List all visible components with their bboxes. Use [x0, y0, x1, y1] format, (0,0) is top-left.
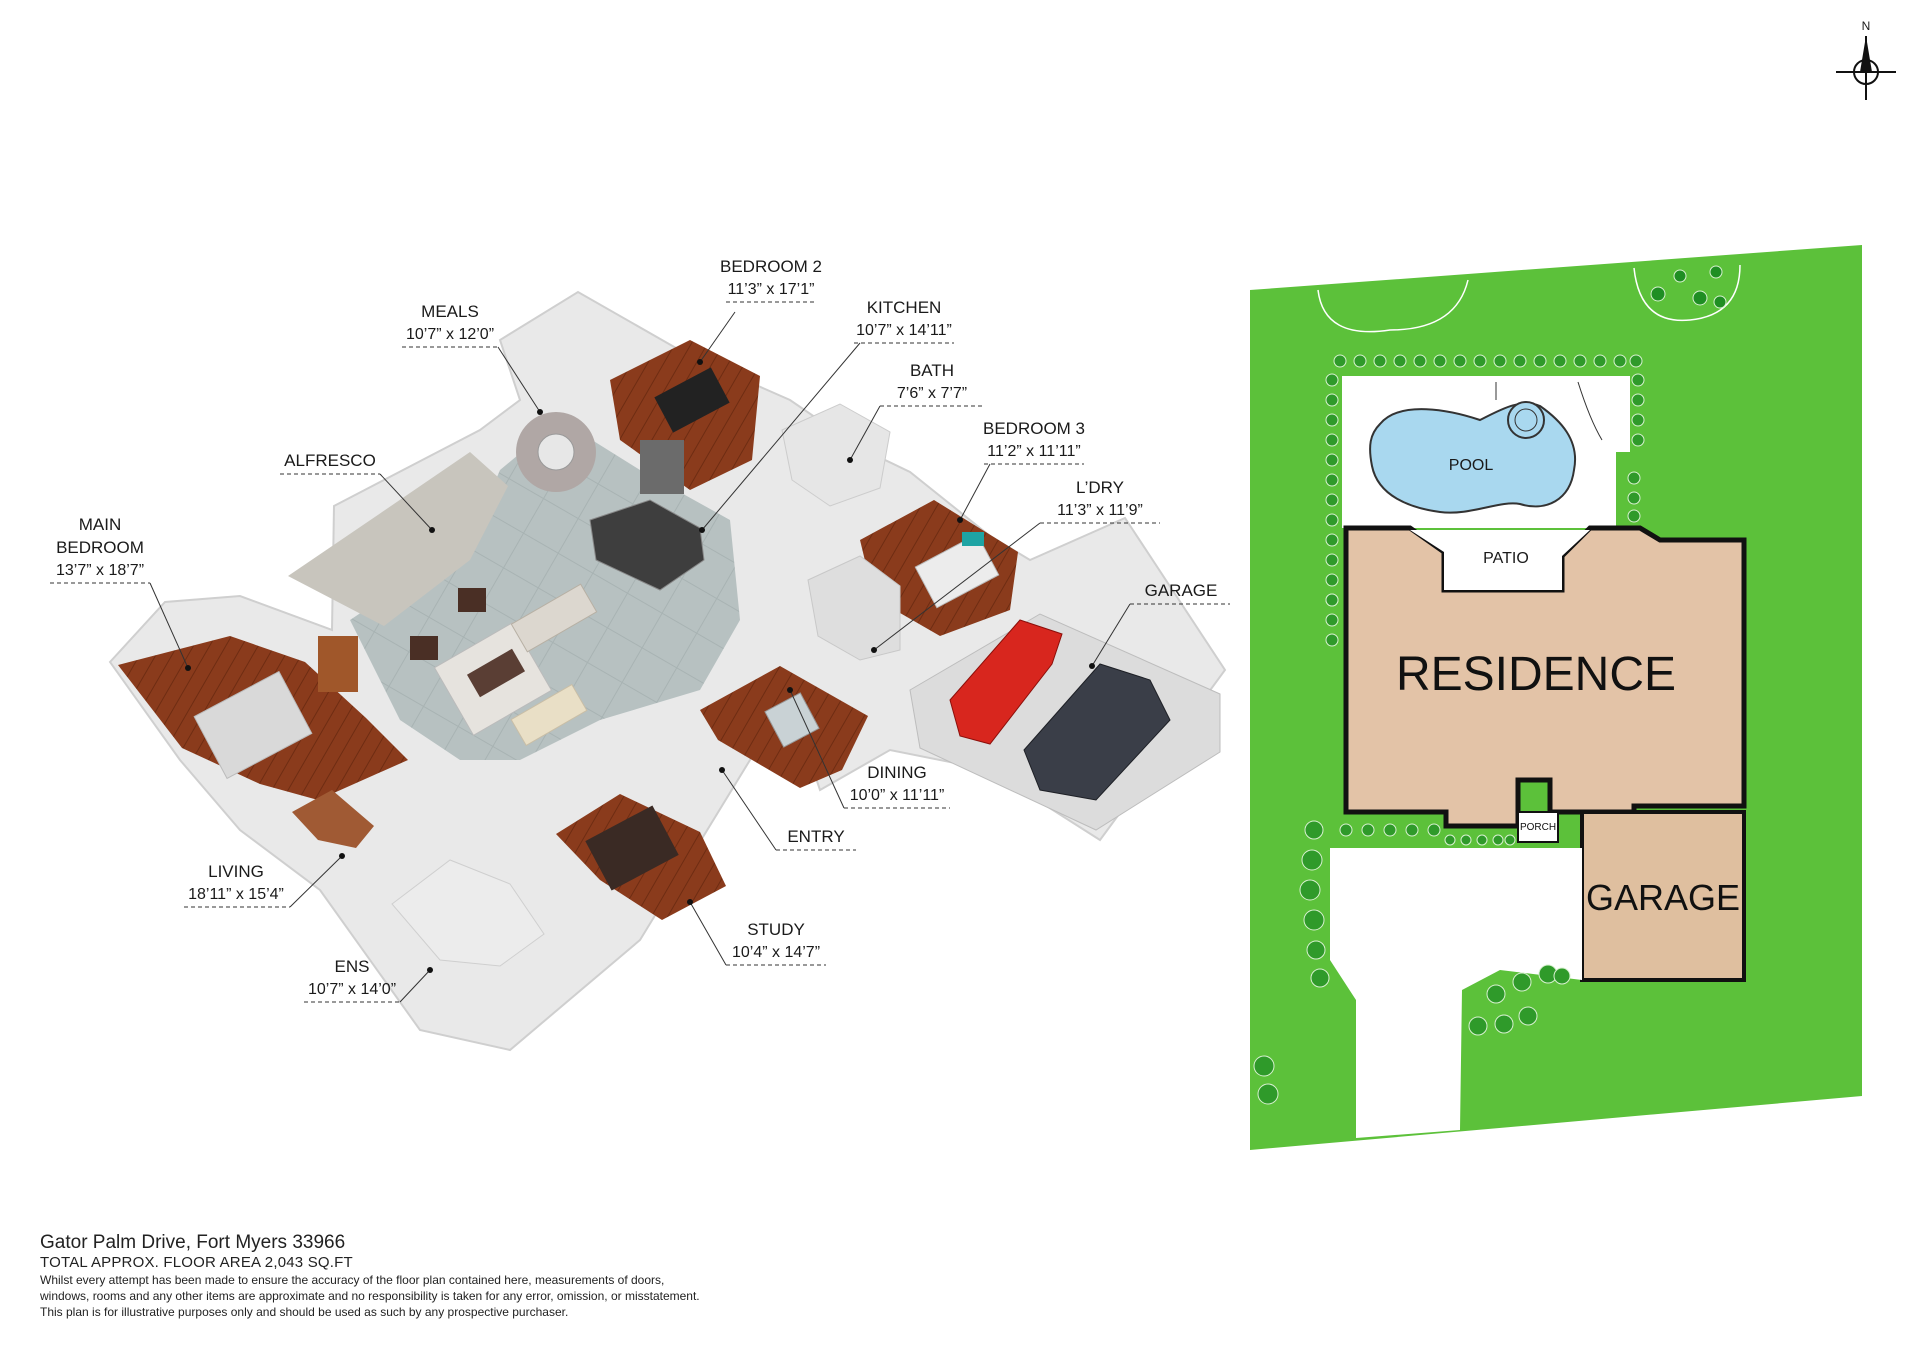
room-label-living: LIVING 18’11” x 15’4” [184, 853, 345, 908]
residence-label: RESIDENCE [1396, 648, 1676, 701]
garage-label: GARAGE [1586, 877, 1740, 918]
room-label-bedroom-2: BEDROOM 2 11’3” x 17’1” [697, 257, 822, 365]
plan-footer: Gator Palm Drive, Fort Myers 33966 TOTAL… [40, 1232, 940, 1320]
bedroom-3-pillows [962, 532, 984, 546]
isometric-floor-plan: BEDROOM 2 11’3” x 17’1” KITCHEN 10’7” x … [50, 257, 1230, 1052]
site-plan: POOL PATIO RESIDENCE PORCH GARAGE [1250, 245, 1862, 1150]
property-address: Gator Palm Drive, Fort Myers 33966 [40, 1232, 346, 1253]
garage-red-car [949, 619, 1063, 745]
svg-text:10’7” x 14’0”: 10’7” x 14’0” [308, 981, 396, 998]
svg-text:ENTRY: ENTRY [787, 827, 844, 846]
svg-text:11’3” x 17’1”: 11’3” x 17’1” [728, 281, 815, 298]
svg-text:11’2” x 11’11”: 11’2” x 11’11” [987, 443, 1080, 460]
site-hedge-pool [1325, 352, 1645, 647]
garage-dark-car [1023, 663, 1171, 801]
ensuite-floor [391, 859, 545, 967]
svg-text:LIVING: LIVING [208, 862, 264, 881]
svg-text:MAIN: MAIN [79, 515, 122, 534]
disclaimer-line-2: windows, rooms and any other items are a… [40, 1289, 700, 1303]
porch-area [1517, 811, 1559, 843]
kitchen-counter [589, 499, 705, 591]
room-label-laundry: L’DRY 11’3” x 11’9” [871, 478, 1160, 653]
laundry-floor [807, 555, 901, 661]
site-hedge-left [1325, 593, 1339, 607]
room-label-dining: DINING 10’0” x 11’11” [787, 687, 950, 809]
bedroom-3-bed [914, 533, 1000, 609]
porch-label: PORCH [1520, 822, 1556, 833]
svg-text:7’6” x 7’7”: 7’6” x 7’7” [897, 385, 967, 402]
disclaimer-line-3: This plan is for illustrative purposes o… [40, 1305, 569, 1319]
dining-table [764, 692, 820, 748]
meals-table [537, 433, 575, 471]
room-label-bath: BATH 7’6” x 7’7” [847, 361, 984, 463]
driveway [1330, 848, 1582, 1138]
room-label-kitchen: KITCHEN 10’7” x 14’11” [699, 298, 954, 533]
room-label-entry: ENTRY [719, 767, 856, 851]
room-label-alfresco: ALFRESCO [280, 451, 435, 533]
svg-text:10’4” x 14’7”: 10’4” x 14’7” [732, 944, 820, 961]
svg-text:GARAGE: GARAGE [1145, 581, 1218, 600]
site-shrubs-top [1650, 265, 1727, 309]
room-label-garage: GARAGE [1089, 581, 1230, 669]
disclaimer-line-1: Whilst every attempt has been made to en… [40, 1273, 665, 1287]
living-sofa [510, 583, 598, 653]
kitchen-fridge [640, 440, 684, 494]
svg-text:BEDROOM: BEDROOM [56, 538, 144, 557]
study-rug [585, 805, 679, 891]
room-label-ensuite: ENS 10’7” x 14’0” [304, 957, 433, 1003]
svg-text:L’DRY: L’DRY [1076, 478, 1124, 497]
robe-floor [292, 790, 374, 848]
living-armchair [410, 636, 438, 660]
room-label-meals: MEALS 10’7” x 12’0” [402, 302, 543, 415]
patio-area [1410, 530, 1590, 590]
patio-label: PATIO [1483, 550, 1529, 567]
svg-text:BEDROOM 2: BEDROOM 2 [720, 257, 822, 276]
svg-text:BEDROOM 3: BEDROOM 3 [983, 419, 1085, 438]
garage-footprint [1580, 810, 1746, 982]
compass-north-label: N [1862, 19, 1871, 33]
living-coffee-table [466, 648, 526, 698]
north-compass-icon: N [1836, 19, 1896, 100]
svg-text:DINING: DINING [867, 763, 927, 782]
main-bedroom-wardrobe [318, 636, 358, 692]
bath-floor [781, 403, 891, 507]
svg-text:10’7” x 12’0”: 10’7” x 12’0” [406, 326, 494, 343]
svg-text:10’7” x 14’11”: 10’7” x 14’11” [856, 322, 952, 339]
svg-text:ALFRESCO: ALFRESCO [284, 451, 376, 470]
svg-text:KITCHEN: KITCHEN [867, 298, 942, 317]
alfresco-floor [288, 452, 508, 626]
svg-text:STUDY: STUDY [747, 920, 805, 939]
svg-text:18’11” x 15’4”: 18’11” x 15’4” [188, 886, 284, 903]
pool-label: POOL [1449, 457, 1494, 474]
total-floor-area: TOTAL APPROX. FLOOR AREA 2,043 SQ.FT [40, 1254, 353, 1271]
main-bedroom-bed [193, 670, 313, 780]
svg-text:BATH: BATH [910, 361, 954, 380]
svg-text:ENS: ENS [335, 957, 370, 976]
pool-spa-icon [1507, 401, 1545, 439]
site-hedge-front [1253, 820, 1571, 1105]
svg-text:11’3” x 11’9”: 11’3” x 11’9” [1057, 502, 1143, 519]
room-label-study: STUDY 10’4” x 14’7” [687, 899, 826, 966]
bedroom-2-bed [654, 367, 730, 433]
svg-text:MEALS: MEALS [421, 302, 479, 321]
room-label-bedroom-3: BEDROOM 3 11’2” x 11’11” [957, 419, 1085, 523]
living-armchair-2 [458, 588, 486, 612]
room-label-main-bedroom: MAIN BEDROOM 13’7” x 18’7” [50, 515, 191, 671]
svg-text:10’0” x 11’11”: 10’0” x 11’11” [850, 787, 945, 804]
svg-text:13’7” x 18’7”: 13’7” x 18’7” [56, 562, 144, 579]
living-sofa-2 [510, 683, 588, 747]
